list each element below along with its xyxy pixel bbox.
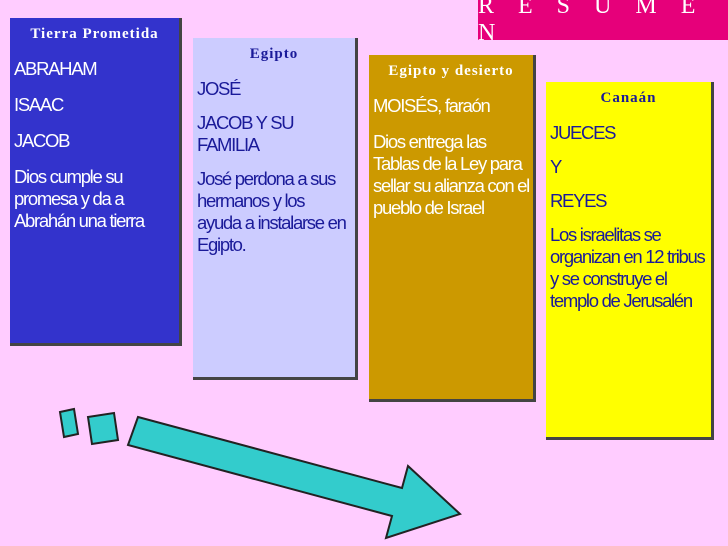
column-line: ISAAC — [14, 94, 64, 115]
summary-banner: R E S U M E N — [478, 0, 728, 46]
column-line: JACOB Y SU FAMILIA — [197, 112, 295, 155]
column-header: Egipto — [249, 46, 299, 62]
column-line: MOISÉS, faraón — [373, 95, 491, 116]
timeline-arrow-icon — [126, 415, 462, 540]
column-line: REYES — [550, 190, 608, 211]
column-line: Dios cumple su promesa y da a Abrahán un… — [14, 166, 145, 231]
column-line: Los israelitas se organizan en 12 tribus… — [550, 224, 706, 311]
column-line: Y — [550, 156, 562, 177]
column-line: JUECES — [550, 122, 617, 143]
summary-title: R E S U M E N — [478, 0, 705, 46]
column-line: José perdona a sus hermanos y los ayuda … — [197, 168, 347, 255]
column-line: Dios entrega las Tablas de la Ley para s… — [373, 131, 530, 218]
dash-block-2 — [86, 411, 120, 446]
column-line: ABRAHAM — [14, 58, 98, 79]
column-line: JACOB — [14, 130, 70, 151]
column-header: Tierra Prometida — [30, 26, 159, 42]
column-line: JOSÉ — [197, 78, 241, 99]
column-header: Egipto y desierto — [388, 63, 514, 79]
column-tierra-prometida: Tierra Prometida ABRAHAM ISAAC JACOB Dio… — [10, 18, 182, 346]
column-canaan: Canaán JUECES Y REYES Los israelitas se … — [546, 82, 714, 440]
column-egipto: Egipto JOSÉ JACOB Y SU FAMILIA José perd… — [193, 38, 358, 380]
column-egipto-desierto: Egipto y desierto MOISÉS, faraón Dios en… — [369, 55, 536, 402]
column-header: Canaán — [600, 90, 657, 106]
dash-block-1 — [58, 407, 80, 439]
